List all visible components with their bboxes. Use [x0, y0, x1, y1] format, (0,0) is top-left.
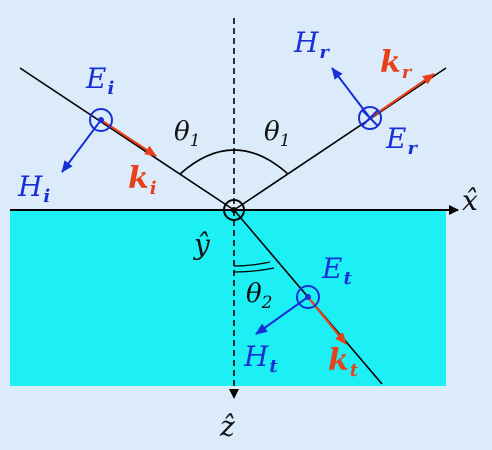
theta1-arc — [179, 149, 289, 175]
label-k-r: kr — [380, 45, 413, 83]
k-i-arrow — [100, 119, 157, 157]
E-i-dot — [98, 117, 104, 123]
label-E-i: Ei — [85, 62, 114, 99]
origin-y-axis-dot — [231, 207, 237, 213]
label-x-axis: x̂ — [462, 184, 478, 217]
label-H-t: Ht — [243, 340, 278, 377]
label-theta1-right: θ1 — [264, 117, 290, 151]
incident-ray — [19, 67, 235, 211]
origin-y-axis-symbol — [223, 199, 245, 221]
k-r-arrow — [369, 73, 435, 119]
label-H-i: Hi — [17, 170, 50, 207]
label-E-r: Er — [385, 122, 418, 159]
label-E-t: Et — [321, 252, 352, 289]
E-r-cross-b — [361, 109, 379, 127]
label-y-axis: ŷ — [192, 228, 211, 261]
reflected-ray — [233, 67, 447, 211]
label-H-r: Hr — [293, 26, 330, 63]
E-t-out-of-page-symbol — [296, 285, 320, 309]
label-theta2: θ2 — [246, 279, 272, 313]
E-t-dot — [305, 294, 311, 300]
theta2-arc-inner — [233, 261, 271, 267]
E-r-into-page-symbol — [358, 106, 382, 130]
H-r-arrow — [331, 67, 371, 119]
theta2-arc-outer — [233, 267, 275, 273]
E-i-out-of-page-symbol — [89, 108, 113, 132]
label-k-i: ki — [128, 161, 157, 199]
lower-medium-region — [10, 210, 446, 386]
label-z-axis: ẑ — [219, 410, 235, 443]
label-theta1-left: θ1 — [174, 117, 200, 151]
H-i-arrow — [61, 119, 102, 173]
label-k-t: kt — [328, 343, 359, 381]
